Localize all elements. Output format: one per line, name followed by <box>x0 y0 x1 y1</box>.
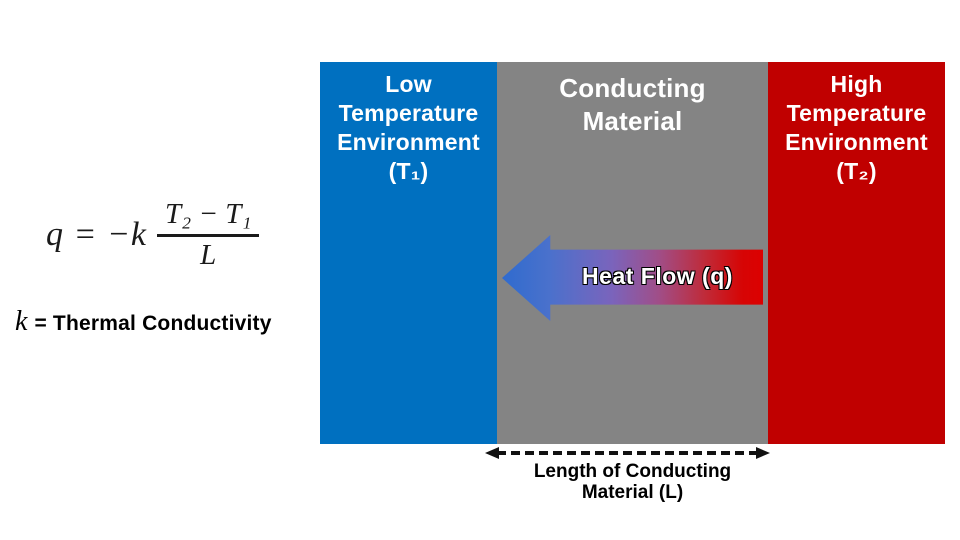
heat-flow-label: Heat Flow (q) <box>581 262 733 289</box>
formula-fraction: T₂ − T₁ L <box>156 198 260 273</box>
formula-numerator: T₂ − T₁ <box>156 198 260 238</box>
heat-equation: q = −k T₂ − T₁ L <box>46 198 260 273</box>
conducting-material-label: Conducting Material <box>559 73 706 136</box>
high-temperature-panel: High Temperature Environment (T₂) <box>768 62 945 444</box>
length-dashed-line <box>497 451 758 455</box>
length-arrowhead-left-icon <box>485 447 499 459</box>
length-arrow <box>485 447 770 459</box>
k-definition-line: k = Thermal Conductivity <box>15 306 272 338</box>
low-temperature-panel: Low Temperature Environment (T₁) <box>320 62 497 444</box>
formula-lhs: q = −k <box>46 216 147 254</box>
low-temperature-label: Low Temperature Environment (T₁) <box>337 71 480 184</box>
formula-denominator: L <box>200 239 217 272</box>
k-definition-text: = Thermal Conductivity <box>34 312 272 335</box>
k-symbol: k <box>15 306 28 337</box>
length-arrowhead-right-icon <box>756 447 770 459</box>
length-label: Length of Conducting Material (L) <box>533 461 732 503</box>
high-temperature-label: High Temperature Environment (T₂) <box>785 71 928 184</box>
